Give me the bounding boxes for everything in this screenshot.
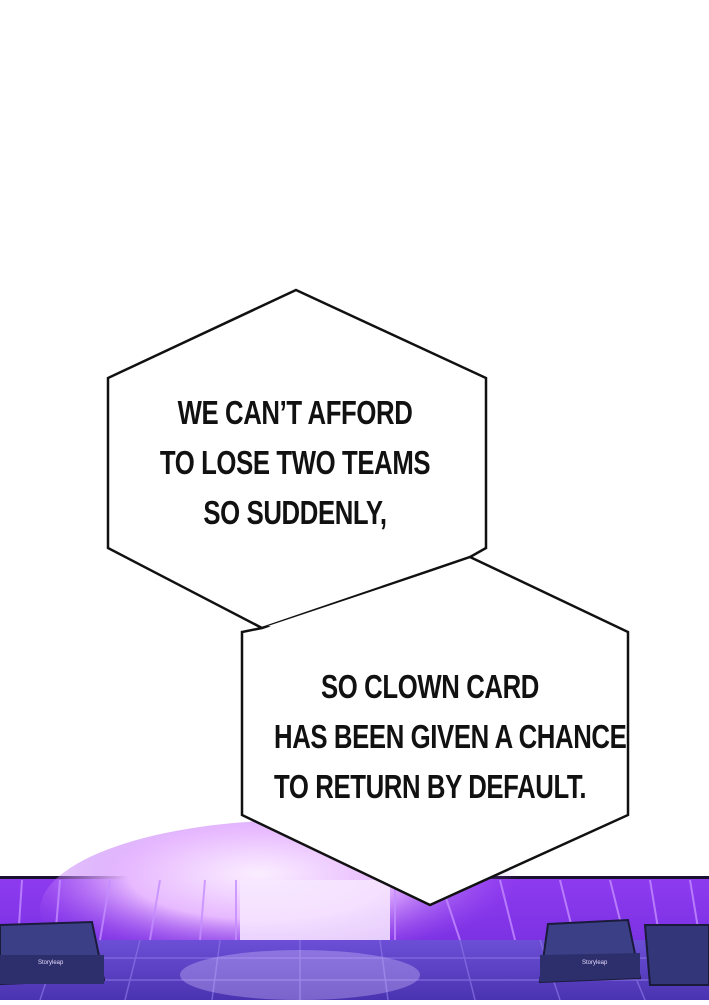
watermark-left: Storyleap — [38, 960, 64, 966]
bubble-line: TO RETURN BY DEFAULT. — [274, 768, 587, 805]
speech-bubble-text-1: WE CAN’T AFFORD TO LOSE TWO TEAMS SO SUD… — [139, 388, 451, 538]
bubble-line: HAS BEEN GIVEN A CHANCE — [274, 718, 627, 755]
stage-monitor-left — [0, 920, 106, 986]
bubble-line: TO LOSE TWO TEAMS — [159, 444, 431, 481]
speech-bubble-text-2: SO CLOWN CARD HAS BEEN GIVEN A CHANCE TO… — [274, 662, 627, 812]
bubble-line: SO SUDDENLY, — [203, 494, 387, 531]
stage-monitor-right — [538, 918, 709, 986]
bubble-line: SO CLOWN CARD — [320, 668, 539, 705]
speech-bubble-2 — [240, 555, 630, 907]
bubble-line: WE CAN’T AFFORD — [177, 394, 413, 431]
watermark-right: Storyleap — [582, 960, 608, 966]
